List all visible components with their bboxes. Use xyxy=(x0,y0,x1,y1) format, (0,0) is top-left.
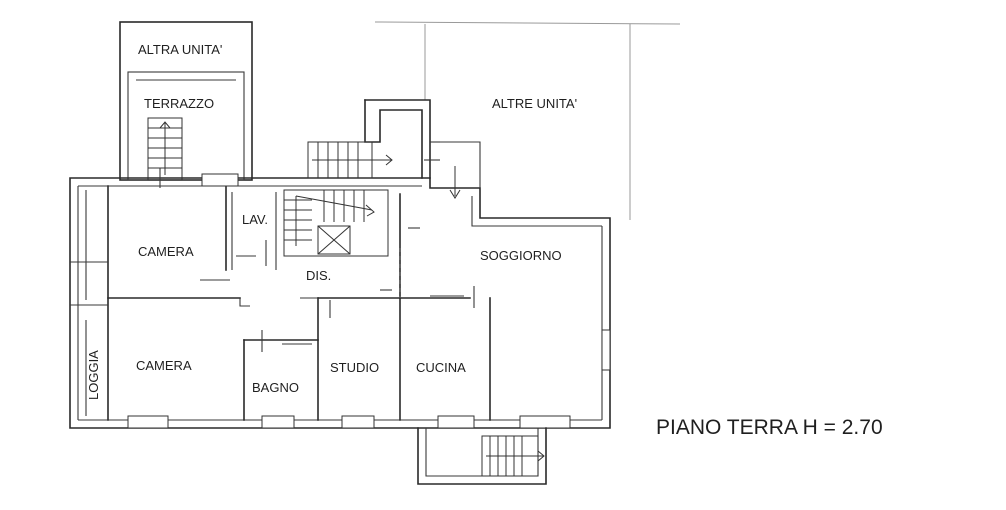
entry-block xyxy=(364,99,481,199)
label-altre-unita: ALTRE UNITA' xyxy=(492,96,577,111)
loggia xyxy=(70,190,108,416)
plan-caption: PIANO TERRA H = 2.70 xyxy=(656,416,883,439)
label-terrazzo: TERRAZZO xyxy=(144,96,214,111)
windows xyxy=(127,173,611,429)
label-altra-unita: ALTRA UNITA' xyxy=(138,42,222,57)
adjacent-units-boundary xyxy=(374,21,681,220)
entry-stair xyxy=(307,141,393,179)
altra-unita-walls xyxy=(119,21,253,181)
terrazzo-stair xyxy=(147,117,183,181)
label-camera-bottom: CAMERA xyxy=(136,358,192,373)
bottom-stair xyxy=(417,427,547,485)
door-marks xyxy=(159,159,475,352)
label-studio: STUDIO xyxy=(330,360,379,375)
label-bagno: BAGNO xyxy=(252,380,299,395)
interior-walls xyxy=(107,185,491,421)
label-camera-top: CAMERA xyxy=(138,244,194,259)
label-lav: LAV. xyxy=(242,212,268,227)
apartment-outer-walls xyxy=(69,177,611,429)
internal-stair xyxy=(283,189,389,257)
label-dis: DIS. xyxy=(306,268,331,283)
label-loggia: LOGGIA xyxy=(86,350,101,400)
label-cucina: CUCINA xyxy=(416,360,466,375)
label-soggiorno: SOGGIORNO xyxy=(480,248,562,263)
